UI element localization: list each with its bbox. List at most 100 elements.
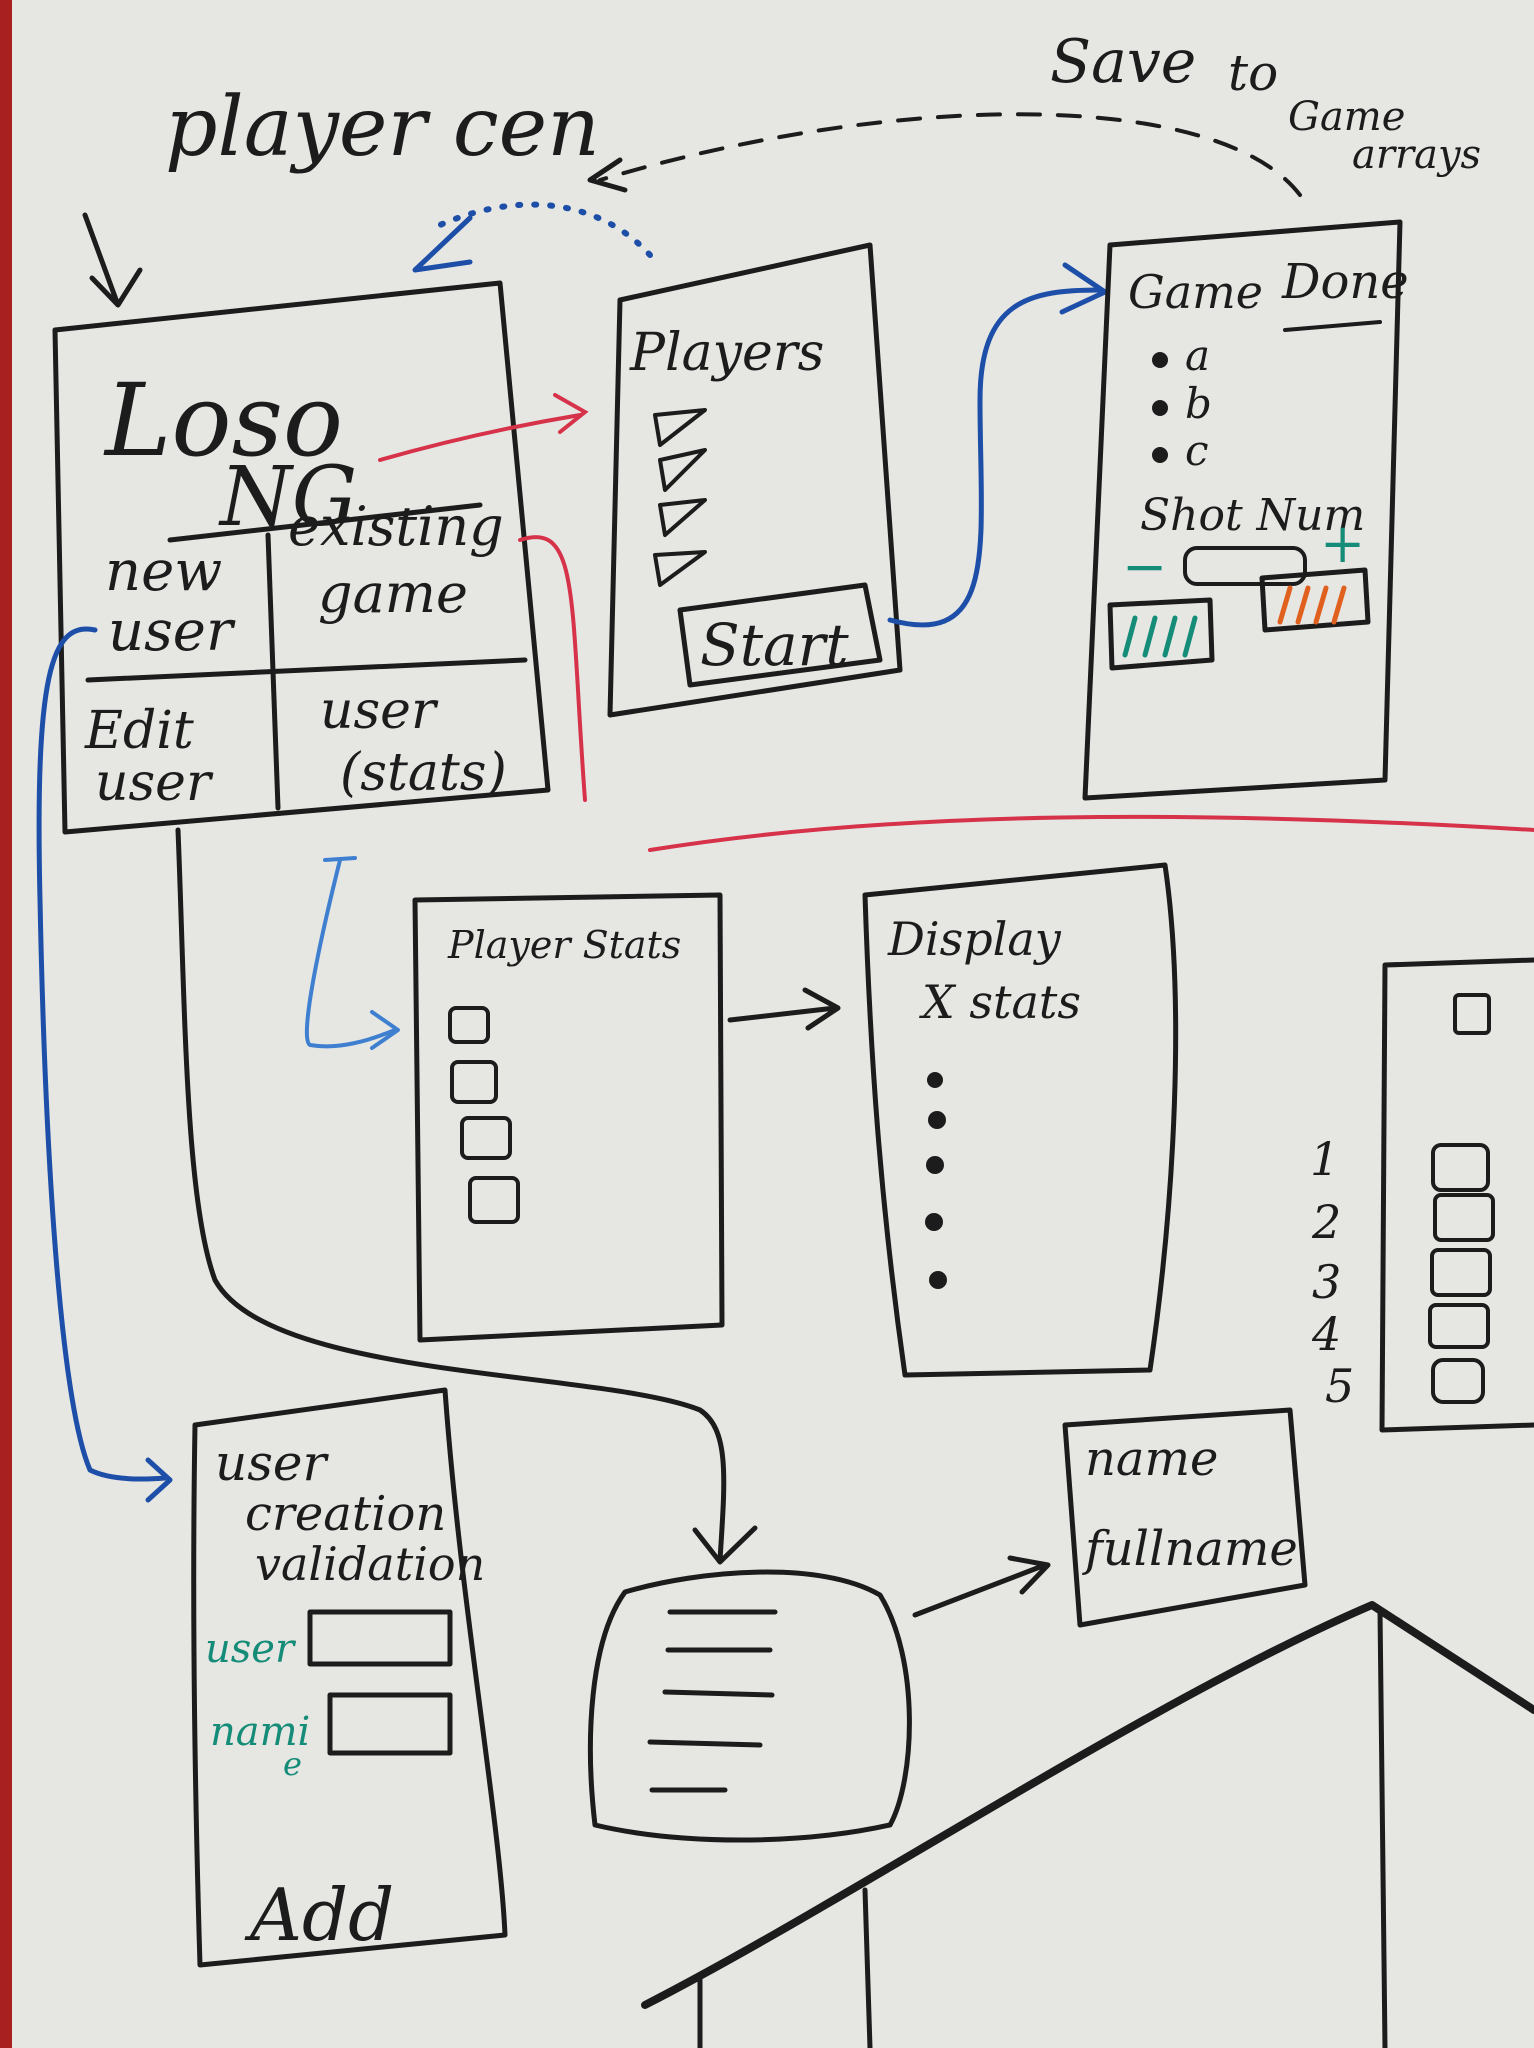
option-b[interactable]: b xyxy=(1185,379,1212,428)
edit-user-cell[interactable]: Edit user xyxy=(84,701,214,813)
game-title: Game xyxy=(1128,265,1263,319)
ranking-image-icon xyxy=(1453,993,1491,1035)
new-user-line1: new xyxy=(105,539,222,604)
name-box: name fullname xyxy=(1062,1407,1308,1628)
display-stats-title: Display xyxy=(887,912,1062,966)
house-wall-right xyxy=(1377,1607,1388,2048)
display-stats-subtitle: X stats xyxy=(919,975,1081,1029)
player-stats-title: Player Stats xyxy=(447,923,681,967)
rank-box-1[interactable] xyxy=(1431,1143,1490,1192)
name-field[interactable] xyxy=(327,1692,453,1756)
home-screen-frame xyxy=(52,280,551,835)
user-field-label: user xyxy=(205,1626,297,1672)
user-stats-line1: user xyxy=(320,681,439,741)
user-creation-title-1: user xyxy=(215,1434,329,1492)
shot-plus-button[interactable]: + xyxy=(1320,512,1365,575)
blue-tick xyxy=(323,856,357,862)
teal-score-button[interactable] xyxy=(1107,597,1215,671)
teal-hatching xyxy=(1122,615,1198,658)
done-button[interactable]: Done xyxy=(1281,254,1409,332)
save-dashed-arrow xyxy=(598,112,1302,197)
stat-dot-2 xyxy=(928,1111,946,1129)
game-screen: Game Done a b c Shot Num − + xyxy=(1082,219,1409,801)
title-arrow xyxy=(82,212,143,308)
existing-game-cell[interactable]: existing game xyxy=(288,495,504,625)
player-triangle-3 xyxy=(658,498,707,537)
save-note-word: Save xyxy=(1050,27,1196,97)
display-stats-frame xyxy=(862,862,1179,1378)
user-creation-screen: user creation validation user nami e Add xyxy=(191,1387,508,1968)
blue-dotted-arrow xyxy=(437,201,653,258)
home-screen: Loso NG new user existing game Edit user… xyxy=(52,280,551,835)
red-line-existing xyxy=(518,535,587,802)
player-stats-screen: Player Stats xyxy=(412,892,725,1343)
players-screen-frame xyxy=(607,242,903,718)
blue-arrowhead-user-creation xyxy=(145,1457,173,1503)
orange-score-button[interactable] xyxy=(1259,567,1371,633)
name-box-line-1: name xyxy=(1085,1431,1218,1487)
save-note-to: to xyxy=(1228,44,1278,102)
user-field[interactable] xyxy=(307,1609,453,1667)
rank-box-3[interactable] xyxy=(1430,1248,1492,1297)
red-arrow-to-players xyxy=(378,413,582,462)
rank-number-5: 5 xyxy=(1325,1359,1354,1413)
stat-dot-1 xyxy=(927,1072,943,1088)
orange-score-frame xyxy=(1259,567,1371,633)
stat-checkbox-3[interactable] xyxy=(460,1116,512,1160)
player-stats-frame xyxy=(412,892,725,1343)
player-triangle-4 xyxy=(653,550,707,587)
rank-number-4: 4 xyxy=(1311,1307,1341,1361)
new-user-cell[interactable]: new user xyxy=(105,539,236,664)
logo-text: Loso xyxy=(103,362,343,479)
rank-box-2[interactable] xyxy=(1433,1193,1495,1242)
ranking-screen: 1 2 3 4 5 xyxy=(1310,957,1534,1433)
rank-box-4[interactable] xyxy=(1428,1303,1490,1349)
list-line-3[interactable] xyxy=(662,1689,775,1698)
name-box-frame xyxy=(1062,1407,1308,1628)
stat-dot-4 xyxy=(925,1213,943,1231)
home-divider-middle xyxy=(85,657,528,683)
name-field-label-2: e xyxy=(283,1745,302,1783)
shot-num-label: Shot Num xyxy=(1140,490,1365,541)
user-creation-frame xyxy=(191,1387,508,1968)
save-dashed-arrowhead xyxy=(587,157,628,193)
option-bullet-a xyxy=(1152,352,1168,368)
shot-num-field[interactable] xyxy=(1183,546,1307,586)
orange-hatching xyxy=(1277,585,1347,625)
start-button[interactable]: Start xyxy=(677,582,883,688)
blue-arrow-start-to-game xyxy=(887,287,1103,628)
option-c[interactable]: c xyxy=(1185,426,1209,475)
edit-user-line1: Edit xyxy=(84,701,194,761)
stat-dot-3 xyxy=(926,1156,944,1174)
edit-user-line2: user xyxy=(95,753,214,813)
start-button-label: Start xyxy=(700,611,849,679)
stat-checkbox-2[interactable] xyxy=(450,1060,498,1104)
roof-line xyxy=(641,1601,1534,2009)
player-triangle-1 xyxy=(653,408,707,447)
rank-box-5[interactable] xyxy=(1431,1358,1485,1404)
option-bullet-c xyxy=(1152,447,1168,463)
home-divider-top xyxy=(167,502,483,543)
list-line-4[interactable] xyxy=(647,1739,763,1748)
player-triangle-2 xyxy=(658,448,707,492)
display-stats-screen: Display X stats xyxy=(862,862,1179,1378)
game-screen-frame xyxy=(1082,219,1403,801)
list-screen xyxy=(587,1569,912,1843)
user-stats-cell[interactable]: user (stats) xyxy=(320,681,507,803)
players-screen: Players Start xyxy=(607,242,903,718)
blue-arrow-to-player-stats xyxy=(304,858,397,1049)
existing-game-line2: game xyxy=(318,562,468,625)
stat-checkbox-4[interactable] xyxy=(468,1176,520,1224)
done-label: Done xyxy=(1281,254,1409,310)
shot-minus-button[interactable]: − xyxy=(1122,535,1167,598)
user-creation-title-2: creation xyxy=(245,1486,446,1542)
option-a[interactable]: a xyxy=(1185,331,1210,380)
teal-score-frame xyxy=(1107,597,1215,671)
new-user-line2: user xyxy=(108,599,236,664)
name-box-line-2: fullname xyxy=(1082,1521,1298,1577)
add-button[interactable]: Add xyxy=(244,1873,394,1957)
rank-number-2: 2 xyxy=(1311,1195,1341,1249)
rank-number-1: 1 xyxy=(1310,1132,1339,1186)
stat-checkbox-1[interactable] xyxy=(448,1006,490,1044)
